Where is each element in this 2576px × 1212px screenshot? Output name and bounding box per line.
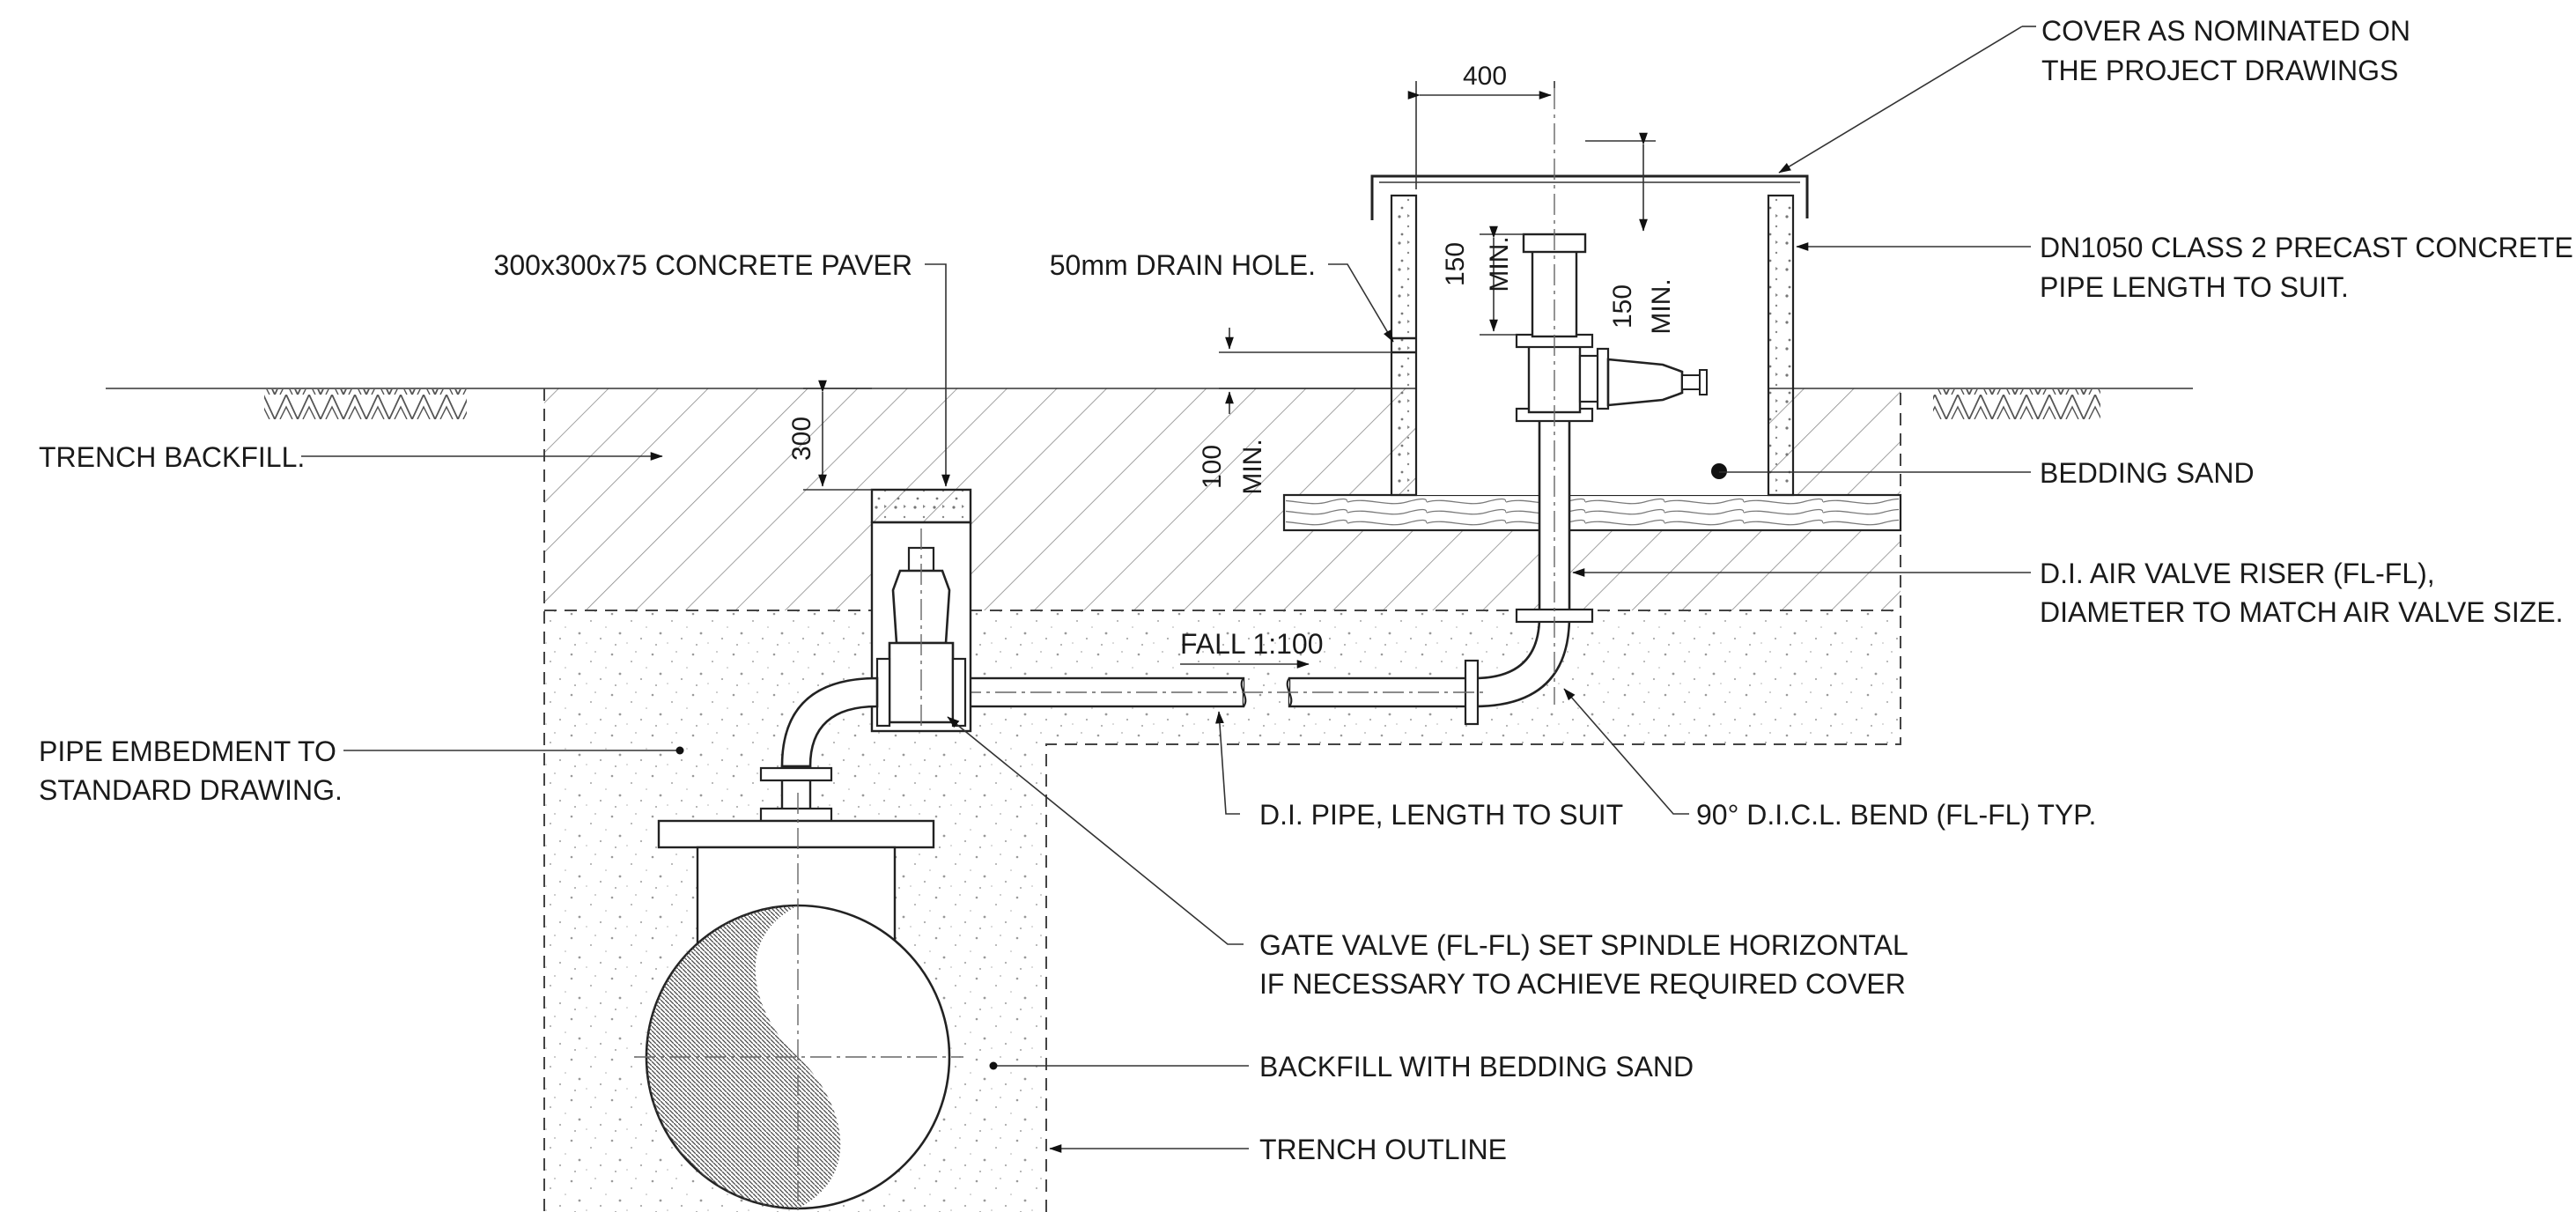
bedding-sand-slab-texture [1286,497,1899,528]
label-fall: FALL 1:100 [1180,628,1324,660]
label-cover-line1: COVER AS NOMINATED ON [2041,15,2410,47]
dim-150-left-value: 150 [1441,242,1470,286]
label-backfill-sand: BACKFILL WITH BEDDING SAND [1259,1051,1694,1083]
dim-150-right-min: MIN. [1647,278,1676,334]
label-bend: 90° D.I.C.L. BEND (FL-FL) TYP. [1696,799,2096,831]
leader-paver [925,263,950,487]
label-gate-valve-line1: GATE VALVE (FL-FL) SET SPINDLE HORIZONTA… [1259,929,1908,961]
main-tee-flange [657,819,935,849]
trench-outline-path [543,388,1901,1212]
leader-drain-hole [1328,263,1394,343]
label-riser-line1: D.I. AIR VALVE RISER (FL-FL), [2040,558,2435,589]
label-trench-backfill: TRENCH BACKFILL. [39,441,305,473]
dim-150-left-min: MIN. [1485,236,1514,292]
precast-chamber [1282,174,1902,532]
label-riser-line2: DIAMETER TO MATCH AIR VALVE SIZE. [2040,596,2563,628]
di-pipe-left [958,676,1245,708]
valve-flange-right [951,657,967,728]
leader-bend [1563,688,1689,815]
grass-symbol-left [264,389,467,419]
leader-cover [1778,26,2023,174]
offtake-flange-lower [759,807,833,823]
leader-di-pipe [1215,711,1240,815]
label-drain-hole: 50mm DRAIN HOLE. [1050,249,1316,281]
main-connection [634,676,963,1212]
label-di-pipe: D.I. PIPE, LENGTH TO SUIT [1259,799,1623,831]
air-valve-outlet [1681,374,1701,390]
label-embedment-line2: STANDARD DRAWING. [39,774,343,806]
bedding-sand-dot [1711,463,1727,479]
label-bedding-sand: BEDDING SAND [2040,457,2255,489]
offtake-flange-upper [759,766,833,782]
chamber-wall-right [1767,194,1795,497]
grass-symbol-right [1933,389,2100,419]
dim-100-min: MIN. [1238,439,1267,494]
label-precast-line2: PIPE LENGTH TO SUIT. [2040,271,2349,303]
air-valve-flange [1596,347,1610,410]
valve-flange-left [875,657,891,728]
chamber-wall-left [1390,194,1418,497]
dim-300-text: 300 [787,417,816,461]
label-embedment-line1: PIPE EMBEDMENT TO [39,735,336,767]
tee-branch [1578,354,1601,403]
gate-valve-assembly [870,488,972,733]
air-valve-riser [1473,88,1708,708]
dim-400-text: 400 [1463,62,1507,91]
dim-150-right-value: 150 [1608,285,1637,329]
ground [106,388,2193,419]
dim-100-value: 100 [1198,445,1227,489]
di-pipe [958,659,1488,726]
concrete-paver [870,488,972,524]
annotation-labels: COVER AS NOMINATED ON THE PROJECT DRAWIN… [39,15,2573,1165]
label-precast-line1: DN1050 CLASS 2 PRECAST CONCRETE [2040,232,2573,263]
chamber-cover [1370,174,1809,220]
air-valve-cap [1699,369,1708,395]
air-valve-body [1606,358,1684,407]
label-trench-outline: TRENCH OUTLINE [1259,1134,1507,1165]
leader-gate-valve [947,716,1244,945]
leaders [301,26,2036,1153]
trench-outline [543,388,1901,1212]
dimensions: 400 150 MIN. 150 MIN. 300 100 MIN. [787,62,1676,495]
label-gate-valve-line2: IF NECESSARY TO ACHIEVE REQUIRED COVER [1259,968,1906,1000]
label-cover-line2: THE PROJECT DRAWINGS [2041,55,2398,86]
label-paver: 300x300x75 CONCRETE PAVER [494,249,912,281]
